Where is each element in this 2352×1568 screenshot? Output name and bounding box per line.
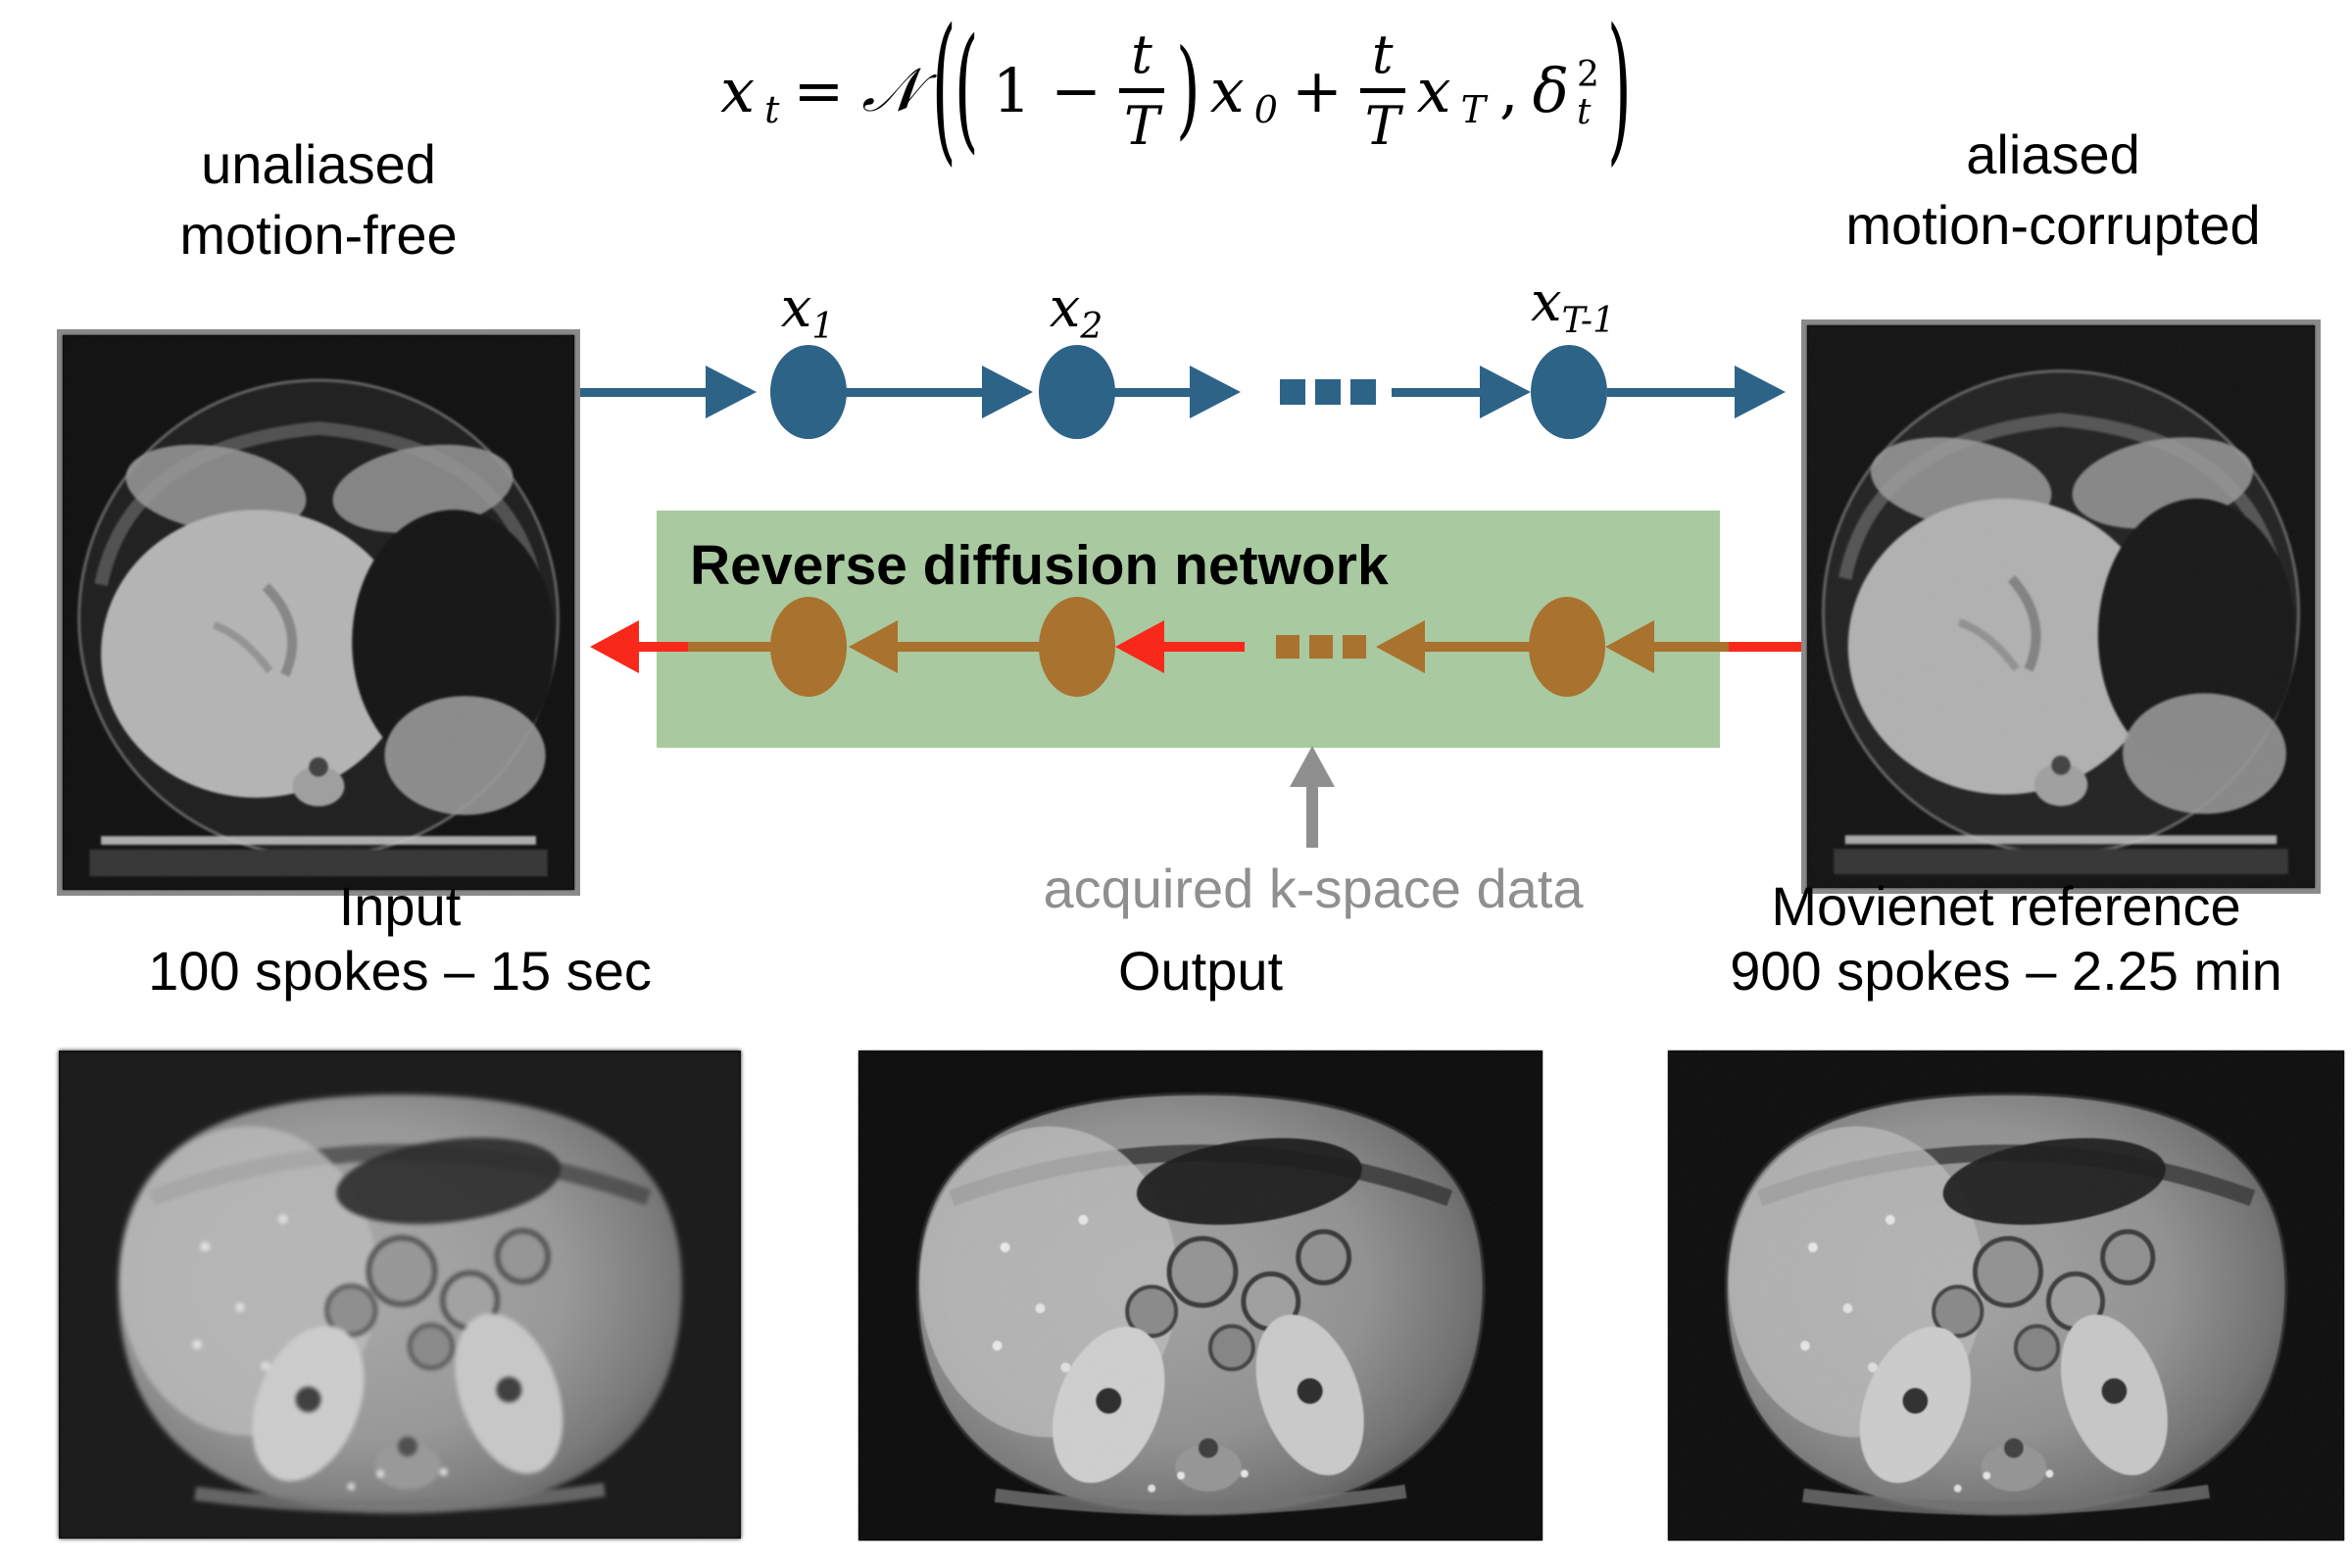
reverse-arrow-3-head <box>1115 620 1164 673</box>
reverse-output-arrow-red-shaft <box>637 642 690 652</box>
unaliased-label-line2: motion-free <box>179 204 458 266</box>
reverse-ellipsis-dot-3 <box>1343 635 1366 659</box>
mri-input-image <box>59 1051 741 1539</box>
eq-delta-sub: t <box>1576 92 1592 132</box>
eq-comma: , <box>1498 54 1519 126</box>
output-column-title: Output <box>858 939 1543 1004</box>
eq-x: x <box>720 54 756 126</box>
mri-movienet-reference-image <box>1668 1051 2344 1541</box>
x1-sub: 1 <box>811 307 835 347</box>
input-subtitle: 100 spokes – 15 sec <box>148 940 652 1002</box>
eq-fraction-2: t T <box>1359 27 1405 157</box>
eq-delta: δ <box>1532 54 1569 126</box>
forward-node-label-x1: x1 <box>749 276 866 347</box>
aliased-label-line2: motion-corrupted <box>1845 194 2261 256</box>
unaliased-label: unaliased motion-free <box>57 129 580 270</box>
eq-x0: x <box>1209 54 1245 126</box>
forward-ellipsis-dot-2 <box>1315 379 1341 405</box>
input-column-title: Input 100 spokes – 15 sec <box>57 874 743 1004</box>
reverse-output-arrow-head <box>590 620 639 673</box>
reverse-ellipsis-dot-1 <box>1276 635 1299 659</box>
forward-ellipsis-dot-1 <box>1280 379 1305 405</box>
forward-node-label-x2: x2 <box>1017 276 1135 347</box>
x2-sub: 2 <box>1080 307 1103 347</box>
eq-outer-open-paren: ( <box>931 0 956 183</box>
eq-xT-sub: T <box>1460 88 1486 131</box>
reverse-arrow-4-head <box>1376 620 1425 673</box>
reverse-arrow-2-head <box>849 620 898 673</box>
forward-arrow-4-head <box>1480 366 1531 418</box>
reference-column-title: Movienet reference 900 spokes – 2.25 min <box>1666 874 2346 1004</box>
forward-node-x2 <box>1039 345 1115 439</box>
mri-output-image <box>858 1051 1543 1541</box>
eq-frac2-numerator: t <box>1359 27 1405 93</box>
reverse-diffusion-title: Reverse diffusion network <box>690 534 1389 597</box>
xT1-base: x <box>1530 270 1562 334</box>
forward-arrow-2-head <box>982 366 1033 418</box>
eq-fraction-1: t T <box>1119 27 1164 157</box>
eq-minus: − <box>1051 54 1102 126</box>
aliased-label-line1: aliased <box>1966 123 2140 185</box>
reverse-arrow-3-shaft <box>1162 642 1245 652</box>
eq-frac2-denominator: T <box>1364 94 1400 157</box>
x1-base: x <box>780 276 812 340</box>
reverse-input-arrow-head <box>1605 620 1654 673</box>
forward-node-xT1 <box>1531 345 1607 439</box>
eq-delta-sup: 2 <box>1576 55 1599 96</box>
forward-node-x1 <box>770 345 847 439</box>
abdomen-mri-illustration <box>1668 1051 2344 1541</box>
x2-base: x <box>1049 276 1081 340</box>
abdomen-mri-illustration <box>858 1051 1543 1541</box>
reference-subtitle: 900 spokes – 2.25 min <box>1730 940 2282 1002</box>
reverse-node-3 <box>1529 597 1605 697</box>
reverse-node-2 <box>1039 597 1115 697</box>
eq-frac1-numerator: t <box>1119 27 1164 93</box>
abdomen-mri-illustration <box>59 1051 741 1539</box>
reverse-input-arrow-brown-shaft <box>1652 642 1731 652</box>
eq-x-sub-t: t <box>764 88 780 131</box>
reverse-input-arrow-red-shaft <box>1729 642 1801 652</box>
forward-node-label-xT1: xT-1 <box>1475 270 1671 341</box>
forward-arrow-2-shaft <box>845 388 984 397</box>
eq-normal-distribution-symbol: 𝒩 <box>861 54 920 125</box>
reverse-node-1 <box>770 597 847 697</box>
eq-inner-open-paren: ( <box>954 12 979 169</box>
chest-mri-illustration <box>63 335 574 890</box>
eq-x0-sub: 0 <box>1253 88 1278 131</box>
eq-equals: = <box>793 54 845 126</box>
aliased-label: aliased motion-corrupted <box>1754 120 2352 261</box>
reverse-ellipsis-dot-2 <box>1309 635 1333 659</box>
reference-title: Movienet reference <box>1771 875 2241 937</box>
reverse-output-arrow-brown-shaft <box>688 642 772 652</box>
output-title: Output <box>1117 940 1284 1002</box>
forward-arrow-5-shaft <box>1607 388 1737 397</box>
kspace-annotation-label: acquired k-space data <box>1043 858 1584 919</box>
forward-arrow-3-head <box>1190 366 1241 418</box>
eq-one: 1 <box>992 54 1032 126</box>
eq-plus: + <box>1291 54 1343 126</box>
forward-arrow-1-head <box>706 366 757 418</box>
kspace-arrow-shaft <box>1306 785 1318 848</box>
eq-inner-close-paren: ) <box>1175 28 1200 152</box>
forward-arrow-1-shaft <box>580 388 708 397</box>
xT1-sub: T-1 <box>1561 301 1616 341</box>
forward-arrow-3-shaft <box>1113 388 1192 397</box>
input-title: Input <box>338 875 462 937</box>
eq-outer-close-paren: ) <box>1606 0 1632 183</box>
kspace-arrow-head <box>1290 746 1335 787</box>
chest-mri-illustration <box>1807 325 2315 888</box>
mri-aliased-motion-corrupted-image <box>1801 319 2321 894</box>
reverse-arrow-4-shaft <box>1423 642 1531 652</box>
reverse-arrow-2-shaft <box>896 642 1041 652</box>
forward-ellipsis-dot-3 <box>1350 379 1376 405</box>
mri-unaliased-motion-free-image <box>57 329 580 896</box>
eq-xT: x <box>1416 54 1451 126</box>
forward-arrow-5-head <box>1735 366 1786 418</box>
unaliased-label-line1: unaliased <box>201 133 436 195</box>
forward-arrow-4-shaft <box>1392 388 1482 397</box>
eq-delta-scripts: 2 t <box>1577 57 1599 131</box>
eq-frac1-denominator: T <box>1123 94 1159 157</box>
